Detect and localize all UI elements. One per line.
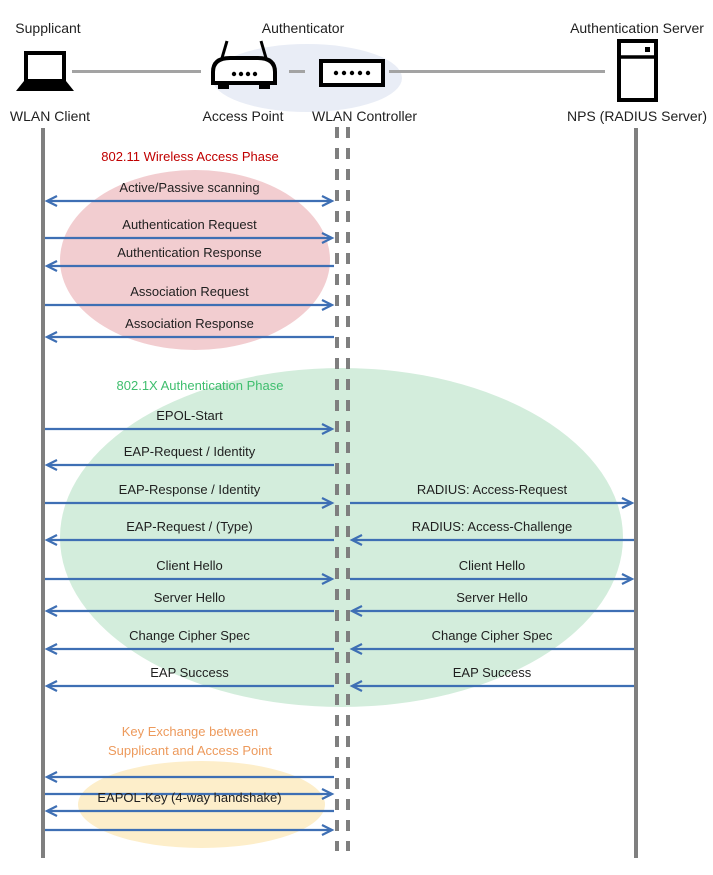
lifeline-wlan-controller-left: [335, 127, 339, 851]
nps-radius-server-label: NPS (RADIUS Server): [566, 108, 708, 124]
message-label: RADIUS: Access-Challenge: [411, 519, 573, 534]
key-exchange-title-line1: Key Exchange between: [121, 724, 259, 739]
message-label: Server Hello: [456, 590, 528, 605]
message-arrow: [44, 534, 334, 546]
message-label: EAP Success: [452, 665, 532, 680]
access-point-icon: [211, 40, 277, 89]
message-arrow: [44, 459, 334, 471]
key-exchange-title-line2: Supplicant and Access Point: [107, 743, 273, 758]
message-label: RADIUS: Access-Request: [416, 482, 568, 497]
message-arrow: [349, 643, 634, 655]
message-label: Client Hello: [156, 558, 223, 573]
message-arrow: [45, 423, 335, 435]
message-label: Server Hello: [153, 590, 226, 605]
message-label: Change Cipher Spec: [129, 628, 250, 643]
message-label: Active/Passive scanning: [119, 180, 260, 195]
message-arrow: [45, 788, 335, 800]
message-label: EAPOL-Key (4-way handshake): [97, 790, 282, 805]
auth-server-role-label: Authentication Server: [570, 20, 704, 36]
message-label: EAP-Response / Identity: [118, 482, 261, 497]
wlan-client-label: WLAN Client: [9, 108, 91, 124]
connector-controller-server: [389, 70, 605, 73]
lifeline-wlan-client: [41, 128, 45, 858]
wlan-controller-icon: [319, 59, 385, 87]
lifeline-wlan-controller-right: [346, 127, 350, 851]
message-arrow: [44, 195, 335, 207]
authenticator-role-label: Authenticator: [261, 20, 345, 36]
message-label: EAP-Request / (Type): [126, 519, 253, 534]
message-arrow: [349, 605, 634, 617]
laptop-icon: [16, 51, 74, 91]
message-label: Association Response: [125, 316, 254, 331]
message-label: Authentication Request: [122, 217, 257, 232]
message-arrow: [44, 260, 334, 272]
connector-ap-controller: [289, 70, 305, 73]
wlan-controller-label: WLAN Controller: [312, 108, 418, 124]
key-exchange-phase-ellipse: [78, 761, 325, 848]
message-arrow: [44, 771, 334, 783]
connector-client-ap: [72, 70, 201, 73]
authentication-phase-title: 802.1X Authentication Phase: [116, 378, 284, 393]
server-icon: [617, 39, 658, 102]
access-point-label: Access Point: [202, 108, 284, 124]
message-arrow: [44, 643, 334, 655]
message-arrow: [44, 680, 334, 692]
message-arrow: [44, 805, 334, 817]
message-arrow: [44, 605, 334, 617]
message-arrow: [349, 534, 634, 546]
message-arrow: [349, 680, 634, 692]
message-arrow: [45, 824, 335, 836]
message-arrow: [45, 232, 335, 244]
message-arrow: [45, 299, 335, 311]
message-label: EAP Success: [150, 665, 229, 680]
message-label: Authentication Response: [117, 245, 262, 260]
message-label: Association Request: [130, 284, 249, 299]
message-label: Client Hello: [458, 558, 526, 573]
authentication-phase-ellipse: [60, 368, 623, 707]
key-exchange-phase-title: Key Exchange between Supplicant and Acce…: [40, 722, 340, 760]
message-arrow: [45, 497, 335, 509]
wireless-access-phase-title: 802.11 Wireless Access Phase: [101, 149, 279, 164]
message-arrow: [350, 573, 635, 585]
supplicant-role-label: Supplicant: [15, 20, 81, 36]
message-arrow: [350, 497, 635, 509]
message-label: Change Cipher Spec: [431, 628, 553, 643]
message-label: EPOL-Start: [156, 408, 223, 423]
message-arrow: [45, 573, 335, 585]
lifeline-radius-server: [634, 128, 638, 858]
message-label: EAP-Request / Identity: [123, 444, 256, 459]
message-arrow: [44, 331, 334, 343]
